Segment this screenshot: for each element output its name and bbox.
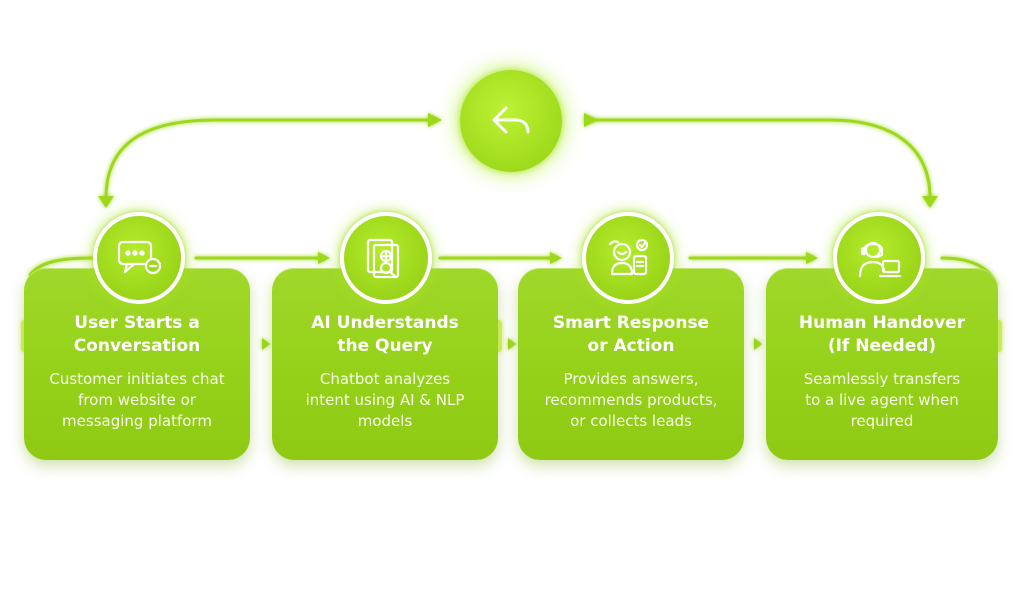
step-description: Chatbot analyzes intent using AI & NLP m… <box>305 370 465 430</box>
support-agent-icon <box>833 212 925 304</box>
document-search-icon <box>340 212 432 304</box>
step-description: Provides answers, recommends products, o… <box>544 370 718 430</box>
card-side-tab <box>496 320 502 352</box>
loop-connector-right <box>588 118 932 200</box>
step-description: Seamlessly transfers to a live agent whe… <box>803 370 961 430</box>
step-description: Customer initiates chat from website or … <box>49 370 225 430</box>
arrowhead-3-4 <box>806 252 818 264</box>
step-title: AI Understands the Query <box>311 313 459 356</box>
bot-response-icon <box>582 212 674 304</box>
arrowhead-right-down <box>922 196 938 208</box>
arrowhead-2-3 <box>550 252 562 264</box>
loop-connector-left <box>104 118 432 200</box>
arrowhead-card-1-2 <box>262 338 270 350</box>
step-title: User Starts a Conversation <box>73 313 201 356</box>
arrowhead-card-3-4 <box>754 338 762 350</box>
arrowhead-left-down <box>98 196 114 208</box>
chat-bubble-icon <box>93 212 185 304</box>
step-title: Smart Response or Action <box>552 313 710 356</box>
card-side-tab <box>996 320 1002 352</box>
step-card-user-starts: User Starts a Conversation Customer init… <box>24 268 250 460</box>
arrowhead-from-return <box>584 113 598 127</box>
step-title: Human Handover (If Needed) <box>798 313 966 356</box>
reply-arrow-icon <box>460 70 562 172</box>
step-card-smart-response: Smart Response or Action Provides answer… <box>518 268 744 460</box>
arrowhead-card-2-3 <box>508 338 516 350</box>
arrowhead-to-return <box>428 113 442 127</box>
arrowhead-1-2 <box>318 252 330 264</box>
